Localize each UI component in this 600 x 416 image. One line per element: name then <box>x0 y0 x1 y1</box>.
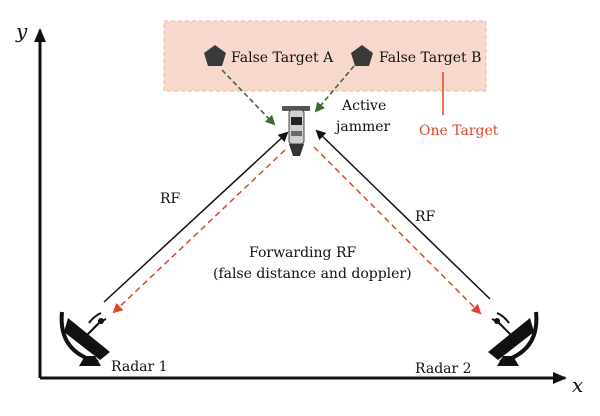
forward-link-left <box>112 149 286 314</box>
decoy-link-b <box>314 65 355 113</box>
x-axis-label: x <box>572 373 583 397</box>
one-target-label: One Target <box>419 123 499 139</box>
pentagon-icon <box>351 45 373 66</box>
satellite-dish-icon <box>488 311 539 366</box>
y-axis-label: y <box>15 19 28 43</box>
radar-2-label: Radar 2 <box>415 361 472 377</box>
pentagon-icon <box>204 45 226 66</box>
decoy-link-a <box>221 69 276 126</box>
rf-label-right: RF <box>415 209 436 225</box>
rf-link-right <box>315 129 491 300</box>
forwarding-label-line2: (false distance and doppler) <box>213 266 412 282</box>
satellite-dish-icon <box>59 311 110 366</box>
rf-link-left <box>103 131 289 303</box>
false-target-b-label: False Target B <box>379 50 481 66</box>
forwarding-label-line1: Forwarding RF <box>249 245 357 261</box>
rf-label-left: RF <box>160 191 181 207</box>
jammer-label-line2: jammer <box>334 119 391 135</box>
forward-link-right <box>313 146 482 315</box>
jammer-pod-icon <box>282 106 310 156</box>
jammer-label-line1: Active <box>341 98 386 114</box>
false-target-a-label: False Target A <box>231 50 334 66</box>
radar-1-label: Radar 1 <box>111 359 168 375</box>
